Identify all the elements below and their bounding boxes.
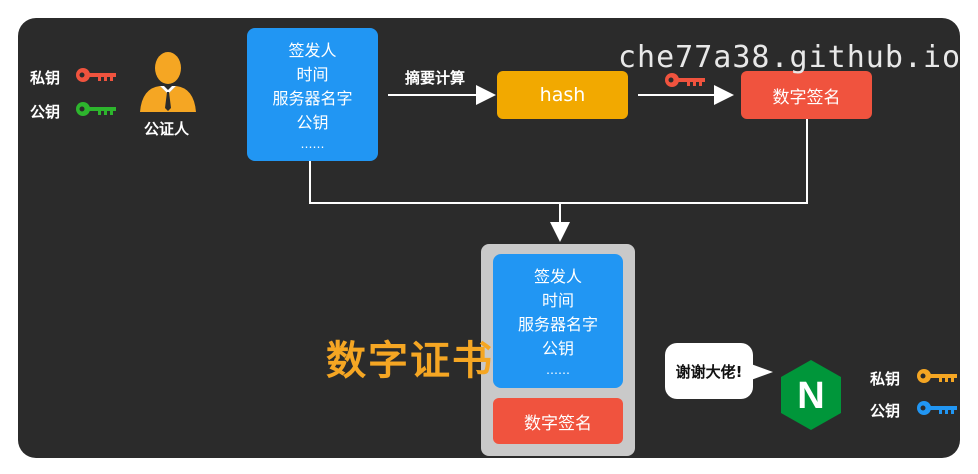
certificate-signature-box: 数字签名 [493, 398, 623, 444]
hash-box: hash [497, 71, 628, 119]
digest-label: 摘要计算 [405, 69, 466, 87]
cert-server-name: 服务器名字 [517, 315, 598, 334]
cert-ellipsis: …… [546, 363, 570, 377]
certificate-content-box: 签发人 时间 服务器名字 公钥 …… [493, 254, 623, 388]
merge-line [309, 118, 808, 204]
signature-box: 数字签名 [741, 71, 872, 119]
watermark-text: che77a38.github.io [618, 40, 960, 75]
ca-private-key-label: 私钥 [30, 69, 61, 87]
signing-private-key-icon [665, 73, 705, 87]
ca-private-key-icon [76, 68, 116, 82]
info-time: 时间 [296, 64, 329, 84]
notary-label: 公证人 [144, 120, 190, 138]
ca-public-key-label: 公钥 [30, 103, 61, 121]
nginx-logo-letter: N [797, 375, 824, 417]
server-public-key-icon [917, 401, 957, 415]
speech-bubble-tail [751, 364, 773, 380]
certificate-info-box: 签发人 时间 服务器名字 公钥 …… [247, 28, 378, 161]
nginx-logo-icon: N [781, 360, 841, 430]
info-server-name: 服务器名字 [272, 88, 353, 108]
cert-time: 时间 [541, 291, 574, 310]
speech-bubble: 谢谢大佬! [665, 343, 753, 399]
info-public-key: 公钥 [296, 112, 329, 132]
diagram-canvas: che77a38.github.io 私钥 公钥 公证人 签发人 时间 服务器名… [18, 18, 960, 458]
cert-public-key: 公钥 [541, 339, 574, 358]
info-issuer: 签发人 [288, 40, 337, 60]
notary-person-icon [140, 52, 196, 112]
certificate-title: 数字证书 [326, 338, 494, 384]
server-private-key-label: 私钥 [870, 370, 901, 388]
connector-lines [309, 85, 808, 242]
info-ellipsis: …… [300, 136, 325, 151]
cert-issuer: 签发人 [533, 267, 582, 286]
server-private-key-icon [917, 369, 957, 383]
ca-public-key-icon [76, 102, 116, 116]
server-public-key-label: 公钥 [870, 402, 901, 420]
